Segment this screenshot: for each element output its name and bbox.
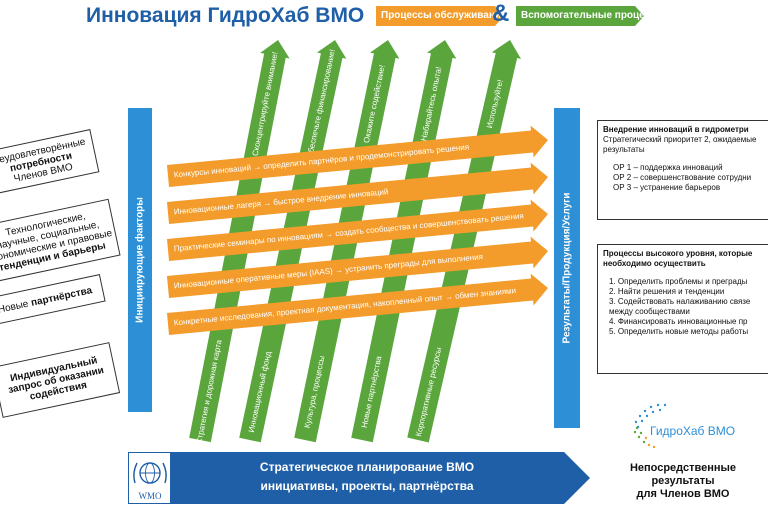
expected-result-item: ОР 1 – поддержка инноваций bbox=[613, 163, 723, 172]
box-text: Стратегический приоритет 2, ожидаемые bbox=[603, 135, 757, 144]
high-level-processes-box: Процессы высокого уровня, которые необхо… bbox=[597, 244, 768, 374]
orange-service-arrow bbox=[166, 162, 549, 224]
results-bar: Результаты/Продукция/Услуги bbox=[554, 108, 580, 428]
box-heading: необходимо осуществить bbox=[603, 259, 706, 268]
immediate-results: Непосредственные результаты для Членов В… bbox=[608, 462, 758, 501]
process-item: 5. Определить новые методы работы bbox=[609, 327, 749, 336]
service-processes-tag: Процессы обслуживания bbox=[376, 6, 504, 26]
wmo-label: WMO bbox=[138, 491, 162, 501]
box-heading: Внедрение инноваций в гидрометри bbox=[603, 125, 749, 134]
orange-service-arrow bbox=[166, 236, 549, 298]
orange-service-arrow bbox=[166, 273, 549, 335]
right-arrow-icon: → bbox=[263, 198, 272, 208]
hydrohub-logo-text: ГидроХаб ВМО bbox=[650, 424, 736, 438]
wmo-logo: WMO bbox=[128, 452, 172, 504]
process-item: 4. Финансировать инновационные пр bbox=[609, 317, 748, 326]
box-heading: Процессы высокого уровня, которые bbox=[603, 249, 753, 258]
support-processes-tag: Вспомогательные процессы bbox=[516, 6, 644, 26]
strategic-planning-subtitle: инициативы, проекты, партнёрства bbox=[260, 479, 474, 493]
right-arrow-icon: → bbox=[335, 266, 344, 276]
ampersand: & bbox=[492, 0, 510, 27]
immediate-results-text: Непосредственные bbox=[629, 462, 737, 474]
right-arrow-icon: → bbox=[445, 292, 454, 302]
right-arrow-icon: → bbox=[325, 229, 334, 239]
innovation-priority-box: Внедрение инноваций в гидрометри Стратег… bbox=[597, 120, 768, 220]
process-item: 3. Содействовать налаживанию связе bbox=[609, 297, 751, 306]
immediate-results-text: для Членов ВМО bbox=[636, 488, 730, 500]
expected-result-item: ОР 3 – устранение барьеров bbox=[613, 183, 721, 192]
strategic-planning-title: Стратегическое планирование ВМО bbox=[259, 460, 475, 474]
orange-service-arrow bbox=[166, 199, 549, 261]
process-item: 1. Определить проблемы и преграды bbox=[609, 277, 748, 286]
page-title: Инновация ГидроХаб ВМО bbox=[86, 4, 365, 27]
strategic-planning-arrow: Стратегическое планирование ВМО инициати… bbox=[170, 452, 590, 504]
expected-result-item: ОР 2 – совершенствование сотрудни bbox=[613, 173, 752, 182]
wmo-emblem-icon bbox=[133, 462, 167, 484]
right-arrow-icon: → bbox=[253, 162, 262, 172]
immediate-results-text: результаты bbox=[651, 475, 715, 487]
box-text: результаты bbox=[603, 145, 645, 154]
process-item: между сообществами bbox=[609, 307, 690, 316]
hydrohub-logo-icon bbox=[633, 403, 667, 449]
orange-service-arrow bbox=[166, 125, 549, 187]
initiating-factors-bar: Инициирующие факторы bbox=[128, 108, 152, 412]
process-item: 2. Найти решения и тенденции bbox=[609, 287, 725, 296]
